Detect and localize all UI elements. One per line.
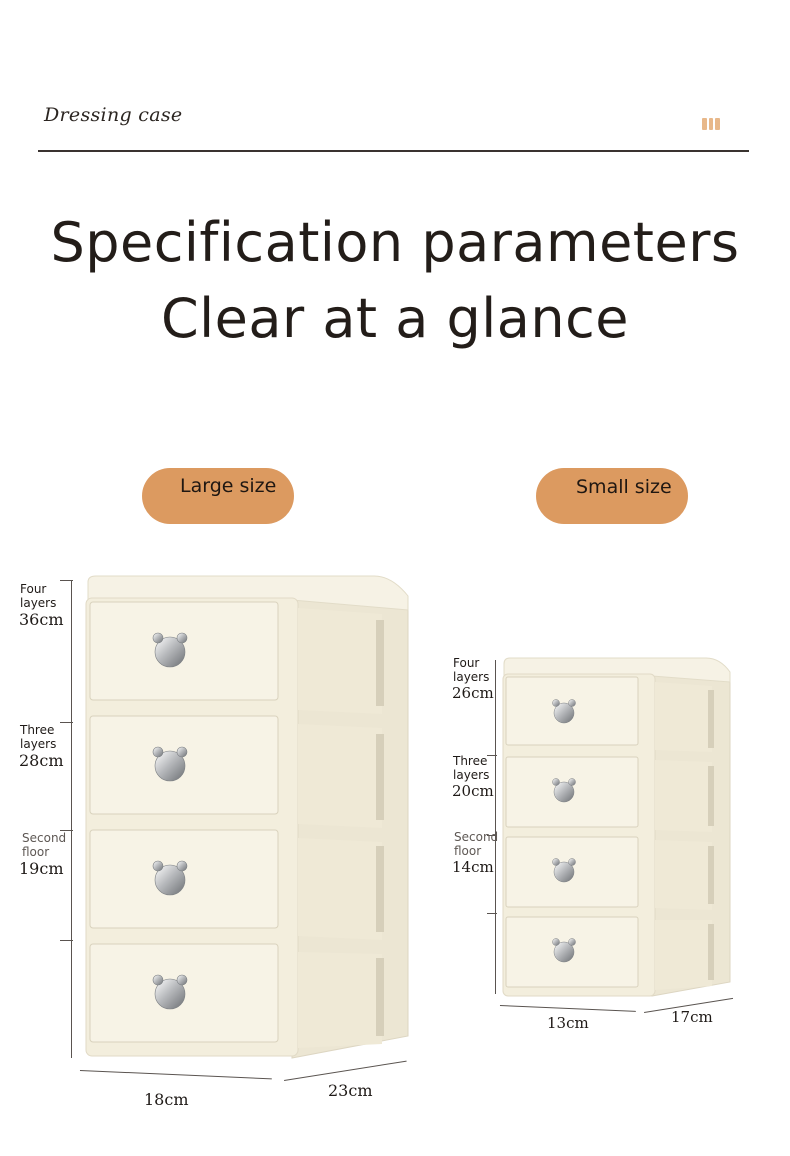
large-width-line	[79, 1070, 272, 1080]
small-value-three-layers: 20cm	[452, 782, 494, 800]
small-label-four-layers: Four layers	[453, 656, 490, 684]
header-divider	[38, 150, 749, 152]
large-tick	[60, 940, 73, 941]
small-tick	[487, 835, 497, 836]
large-tick	[60, 580, 73, 581]
large-label-four-layers: Four layers	[20, 582, 57, 610]
large-width-label: 18cm	[144, 1090, 189, 1109]
small-label-three-layers: Three layers	[453, 754, 490, 782]
small-tick	[487, 913, 497, 914]
large-value-second-floor: 19cm	[19, 859, 64, 878]
small-tick	[487, 755, 497, 756]
small-depth-label: 17cm	[671, 1008, 713, 1026]
large-height-line	[71, 580, 72, 1058]
large-value-three-layers: 28cm	[19, 751, 64, 770]
large-label-second-floor: Second floor	[22, 831, 67, 859]
large-tick	[60, 722, 73, 723]
brand-title: Dressing case	[44, 104, 183, 126]
large-tick	[60, 830, 73, 831]
small-width-line	[499, 1005, 636, 1012]
small-value-four-layers: 26cm	[452, 684, 494, 702]
headline-line-2: Clear at a glance	[160, 287, 630, 350]
small-size-pill: Small size	[536, 468, 688, 524]
small-height-line	[495, 660, 496, 994]
headline-line-1: Specification parameters	[50, 211, 740, 274]
large-value-four-layers: 36cm	[19, 610, 64, 629]
bars-icon	[702, 118, 721, 130]
large-size-pill: Large size	[142, 468, 294, 524]
small-value-second-floor: 14cm	[452, 858, 494, 876]
large-depth-label: 23cm	[328, 1081, 373, 1100]
large-drawer-chest	[85, 575, 409, 1059]
small-width-label: 13cm	[547, 1014, 589, 1032]
large-label-three-layers: Three layers	[20, 723, 57, 751]
small-label-second-floor: Second floor	[454, 830, 499, 858]
small-drawer-chest	[502, 657, 731, 997]
